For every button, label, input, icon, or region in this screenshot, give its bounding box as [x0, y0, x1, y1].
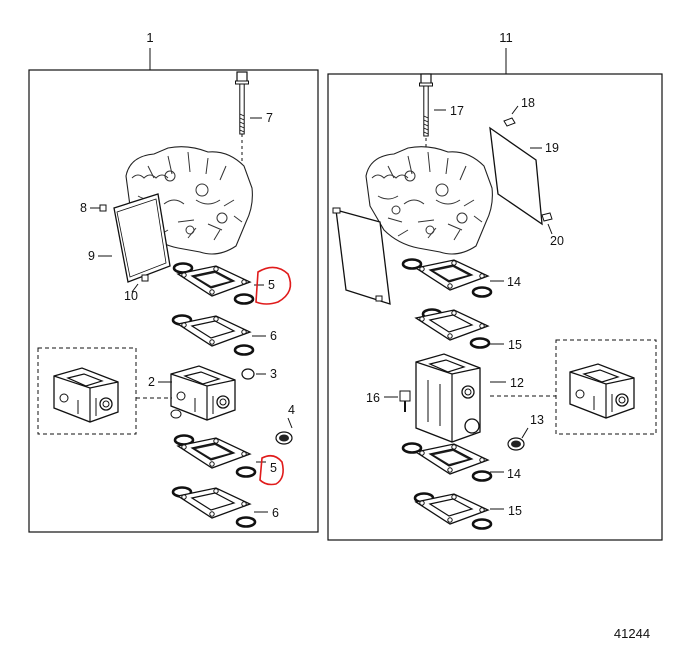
- highlight-circle-top: [255, 266, 292, 305]
- bolt-7: [234, 71, 250, 135]
- screw-8: [99, 204, 107, 212]
- callout-bolt: 7: [266, 111, 273, 125]
- callout-bolt-right: 17: [450, 104, 464, 118]
- inset-box-left: [37, 347, 137, 435]
- inset-box-right: [555, 339, 657, 435]
- screw-10: [141, 274, 149, 282]
- callout-plate-bottom: 6: [272, 506, 279, 520]
- exhaust-riser-12: [415, 353, 481, 443]
- callout-screw-top: 18: [521, 96, 535, 110]
- plug-4: [275, 431, 293, 445]
- left-panel-frame: [28, 69, 319, 533]
- screw-18: [503, 117, 516, 127]
- highlight-circle-bottom: [259, 454, 284, 486]
- engine-block-right: [365, 146, 493, 255]
- callout-cover-plate: 9: [88, 249, 95, 263]
- callout-side-bolt: 16: [366, 391, 380, 405]
- right-panel-callout: 11: [499, 30, 513, 45]
- callout-plug-small: 3: [270, 367, 277, 381]
- left-panel-callout: 1: [146, 30, 153, 45]
- callout-plug-large: 4: [288, 403, 295, 417]
- callout-small-screw: 8: [80, 201, 87, 215]
- callout-plug-right: 13: [530, 413, 544, 427]
- plate-6-top: [177, 315, 251, 347]
- callout-cover-plate-right: 19: [545, 141, 559, 155]
- callout-gasket-bottom: 5: [270, 461, 277, 475]
- right-panel-frame: [327, 73, 663, 541]
- callout-plate-bottom-right: 15: [508, 504, 522, 518]
- inset-elbow-left: [53, 367, 119, 423]
- callout-elbow-right: 12: [510, 376, 524, 390]
- callout-plate-top-right: 15: [508, 338, 522, 352]
- plate-6-bottom: [177, 487, 251, 519]
- right-panel: 11 17 18 19 20 14: [327, 30, 663, 541]
- callout-gasket-bottom-right: 14: [507, 467, 521, 481]
- gasket-14-bottom: [415, 443, 489, 475]
- figure-id: 41244: [614, 626, 650, 641]
- plug-3: [241, 368, 255, 380]
- inset-elbow-right: [569, 363, 635, 419]
- cover-plate-19: [489, 126, 543, 226]
- callout-gasket-top-right: 14: [507, 275, 521, 289]
- plug-13: [507, 437, 525, 451]
- plate-15-top: [415, 309, 489, 341]
- callout-gasket-top: 5: [268, 278, 275, 292]
- left-panel: 1 7 8 9 10 5 6: [28, 30, 319, 533]
- callout-plate-screw: 10: [124, 289, 138, 303]
- callout-elbow: 2: [148, 375, 155, 389]
- cover-plate-left: [335, 209, 391, 305]
- callout-plate-top: 6: [270, 329, 277, 343]
- gasket-14-top: [415, 259, 489, 291]
- screw-20: [541, 212, 553, 222]
- bolt-17: [418, 73, 434, 137]
- callout-screw-right: 20: [550, 234, 564, 248]
- side-bolt-16: [399, 390, 411, 402]
